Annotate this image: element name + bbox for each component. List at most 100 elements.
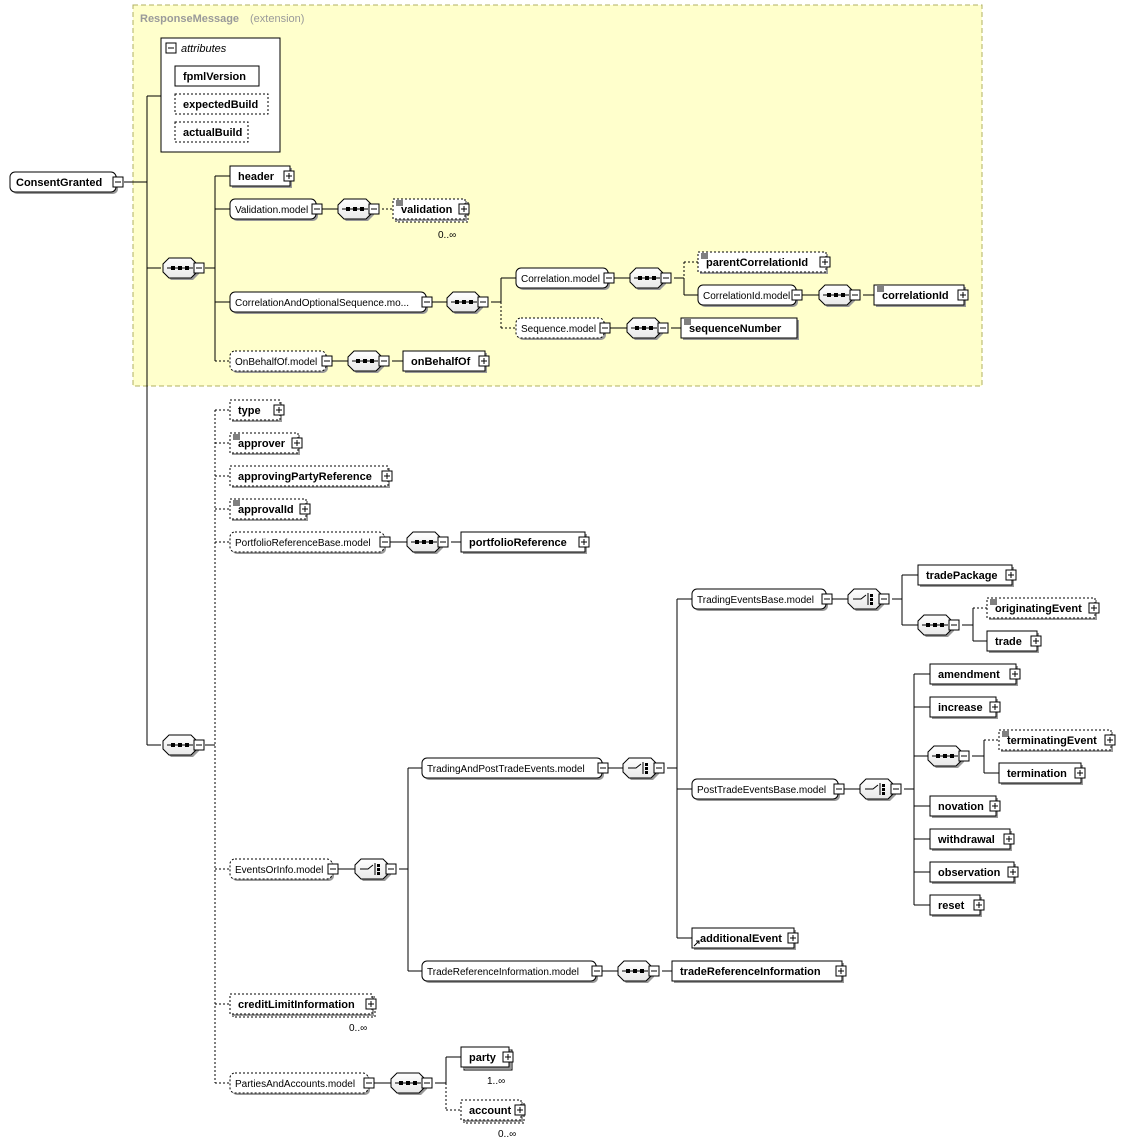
choice-compositor[interactable] [622, 757, 659, 780]
sequence-compositor[interactable] [818, 284, 855, 307]
novation-element[interactable]: novation [929, 795, 998, 818]
expand-icon[interactable] [973, 899, 985, 911]
events-or-info-model-group[interactable]: EventsOrInfo.model [229, 858, 334, 881]
expand-icon[interactable] [1074, 767, 1086, 779]
parties-and-accounts-model-group[interactable]: PartiesAndAccounts.model [229, 1072, 370, 1095]
expand-icon[interactable] [502, 1051, 514, 1063]
expand-icon[interactable] [989, 701, 1001, 713]
trading-and-post-trade-events-model-group[interactable]: TradingAndPostTradeEvents.model [421, 757, 604, 780]
sequence-compositor[interactable] [927, 745, 964, 768]
sequence-number-element-box[interactable] [680, 317, 798, 339]
collapse-icon[interactable] [948, 619, 960, 631]
collapse-icon[interactable] [477, 296, 489, 308]
collapse-icon[interactable] [791, 289, 803, 301]
amendment-element[interactable]: amendment [929, 663, 1018, 686]
expand-icon[interactable] [299, 503, 311, 515]
additional-event-element[interactable]: additionalEvent [691, 927, 796, 950]
collapse-icon[interactable] [311, 203, 323, 215]
collapse-icon[interactable] [599, 322, 611, 334]
expand-icon[interactable] [291, 437, 303, 449]
expand-icon[interactable] [1104, 734, 1116, 746]
root-element-consentgranted[interactable]: ConsentGranted [9, 171, 118, 194]
expand-icon[interactable] [381, 470, 393, 482]
choice-compositor[interactable] [354, 858, 391, 881]
portfolio-reference-base-model-group[interactable]: PortfolioReferenceBase.model [229, 531, 386, 554]
expand-icon[interactable] [957, 289, 969, 301]
collapse-icon[interactable] [421, 296, 433, 308]
expand-icon[interactable] [478, 355, 490, 367]
sequence-compositor[interactable] [337, 198, 374, 221]
approver-element[interactable]: approver [229, 432, 300, 455]
post-trade-events-base-model-group[interactable]: PostTradeEventsBase.model [691, 778, 840, 801]
portfolio-reference-element[interactable]: portfolioReference [460, 531, 587, 554]
parent-correlation-id-element[interactable]: parentCorrelationId [697, 251, 828, 274]
collapse-icon[interactable] [327, 863, 339, 875]
sequence-compositor[interactable] [390, 1072, 427, 1095]
attribute-box[interactable] [174, 93, 269, 115]
collapse-icon[interactable] [648, 965, 660, 977]
collapse-icon[interactable] [368, 203, 380, 215]
collapse-icon[interactable] [378, 355, 390, 367]
sequence-compositor[interactable] [162, 257, 199, 280]
originating-event-element[interactable]: originatingEvent [986, 597, 1097, 620]
trading-events-base-model-group[interactable]: TradingEventsBase.model [691, 588, 828, 611]
collapse-icon[interactable] [821, 593, 833, 605]
collapse-icon[interactable] [657, 322, 669, 334]
collapse-icon[interactable] [437, 536, 449, 548]
trade-reference-information-element[interactable]: tradeReferenceInformation [671, 960, 844, 983]
sequence-compositor[interactable] [406, 531, 443, 554]
trade-package-element[interactable]: tradePackage [917, 564, 1014, 587]
sequence-compositor[interactable] [629, 267, 666, 290]
collapse-icon[interactable] [833, 783, 845, 795]
expand-icon[interactable] [819, 256, 831, 268]
header-element[interactable]: header [229, 165, 292, 188]
correlation-id-model-group[interactable]: CorrelationId.model [697, 284, 798, 307]
expand-icon[interactable] [1007, 866, 1019, 878]
collapse-icon[interactable] [165, 42, 177, 54]
correlation-optional-sequence-model-group[interactable]: CorrelationAndOptionalSequence.mo... [229, 291, 428, 314]
collapse-icon[interactable] [385, 863, 397, 875]
collapse-icon[interactable] [603, 272, 615, 284]
trade-reference-information-model-group[interactable]: TradeReferenceInformation.model [421, 960, 598, 983]
increase-element[interactable]: increase [929, 696, 998, 719]
collapse-icon[interactable] [653, 762, 665, 774]
sequence-model-group-box[interactable] [515, 317, 605, 339]
collapse-icon[interactable] [421, 1077, 433, 1089]
approval-id-element[interactable]: approvalId [229, 498, 308, 521]
collapse-icon[interactable] [958, 750, 970, 762]
choice-compositor[interactable] [859, 778, 896, 801]
choice-compositor-box[interactable] [847, 588, 883, 610]
collapse-icon[interactable] [878, 593, 890, 605]
collapse-icon[interactable] [591, 965, 603, 977]
terminating-event-element[interactable]: terminatingEvent [998, 729, 1113, 752]
attribute-box[interactable] [174, 65, 260, 87]
collapse-icon[interactable] [112, 176, 124, 188]
sequence-model-group[interactable]: Sequence.model [515, 317, 606, 340]
collapse-icon[interactable] [363, 1077, 375, 1089]
sequence-compositor[interactable] [446, 291, 483, 314]
approving-party-reference-element[interactable]: approvingPartyReference [229, 465, 390, 488]
sequence-number-element[interactable]: sequenceNumber [680, 317, 799, 340]
validation-model-group[interactable]: Validation.model [229, 198, 318, 221]
choice-compositor[interactable] [847, 588, 884, 611]
on-behalf-of-model-group-box[interactable] [229, 350, 327, 372]
collapse-icon[interactable] [379, 536, 391, 548]
collapse-icon[interactable] [597, 762, 609, 774]
collapse-icon[interactable] [849, 289, 861, 301]
observation-element[interactable]: observation [929, 861, 1016, 884]
correlation-model-group[interactable]: Correlation.model [515, 267, 610, 290]
withdrawal-element[interactable]: withdrawal [929, 828, 1012, 851]
termination-element[interactable]: termination [998, 762, 1083, 785]
sequence-compositor[interactable] [162, 734, 199, 757]
expand-icon[interactable] [787, 932, 799, 944]
expand-icon[interactable] [283, 170, 295, 182]
expand-icon[interactable] [514, 1104, 526, 1116]
party-element[interactable]: party [460, 1046, 513, 1071]
expand-icon[interactable] [1003, 833, 1015, 845]
on-behalf-of-model-group[interactable]: OnBehalfOf.model [229, 350, 328, 373]
collapse-icon[interactable] [321, 355, 333, 367]
sequence-compositor[interactable] [347, 350, 384, 373]
collapse-icon[interactable] [193, 739, 205, 751]
expand-icon[interactable] [458, 203, 470, 215]
choice-compositor-box[interactable] [622, 757, 658, 779]
